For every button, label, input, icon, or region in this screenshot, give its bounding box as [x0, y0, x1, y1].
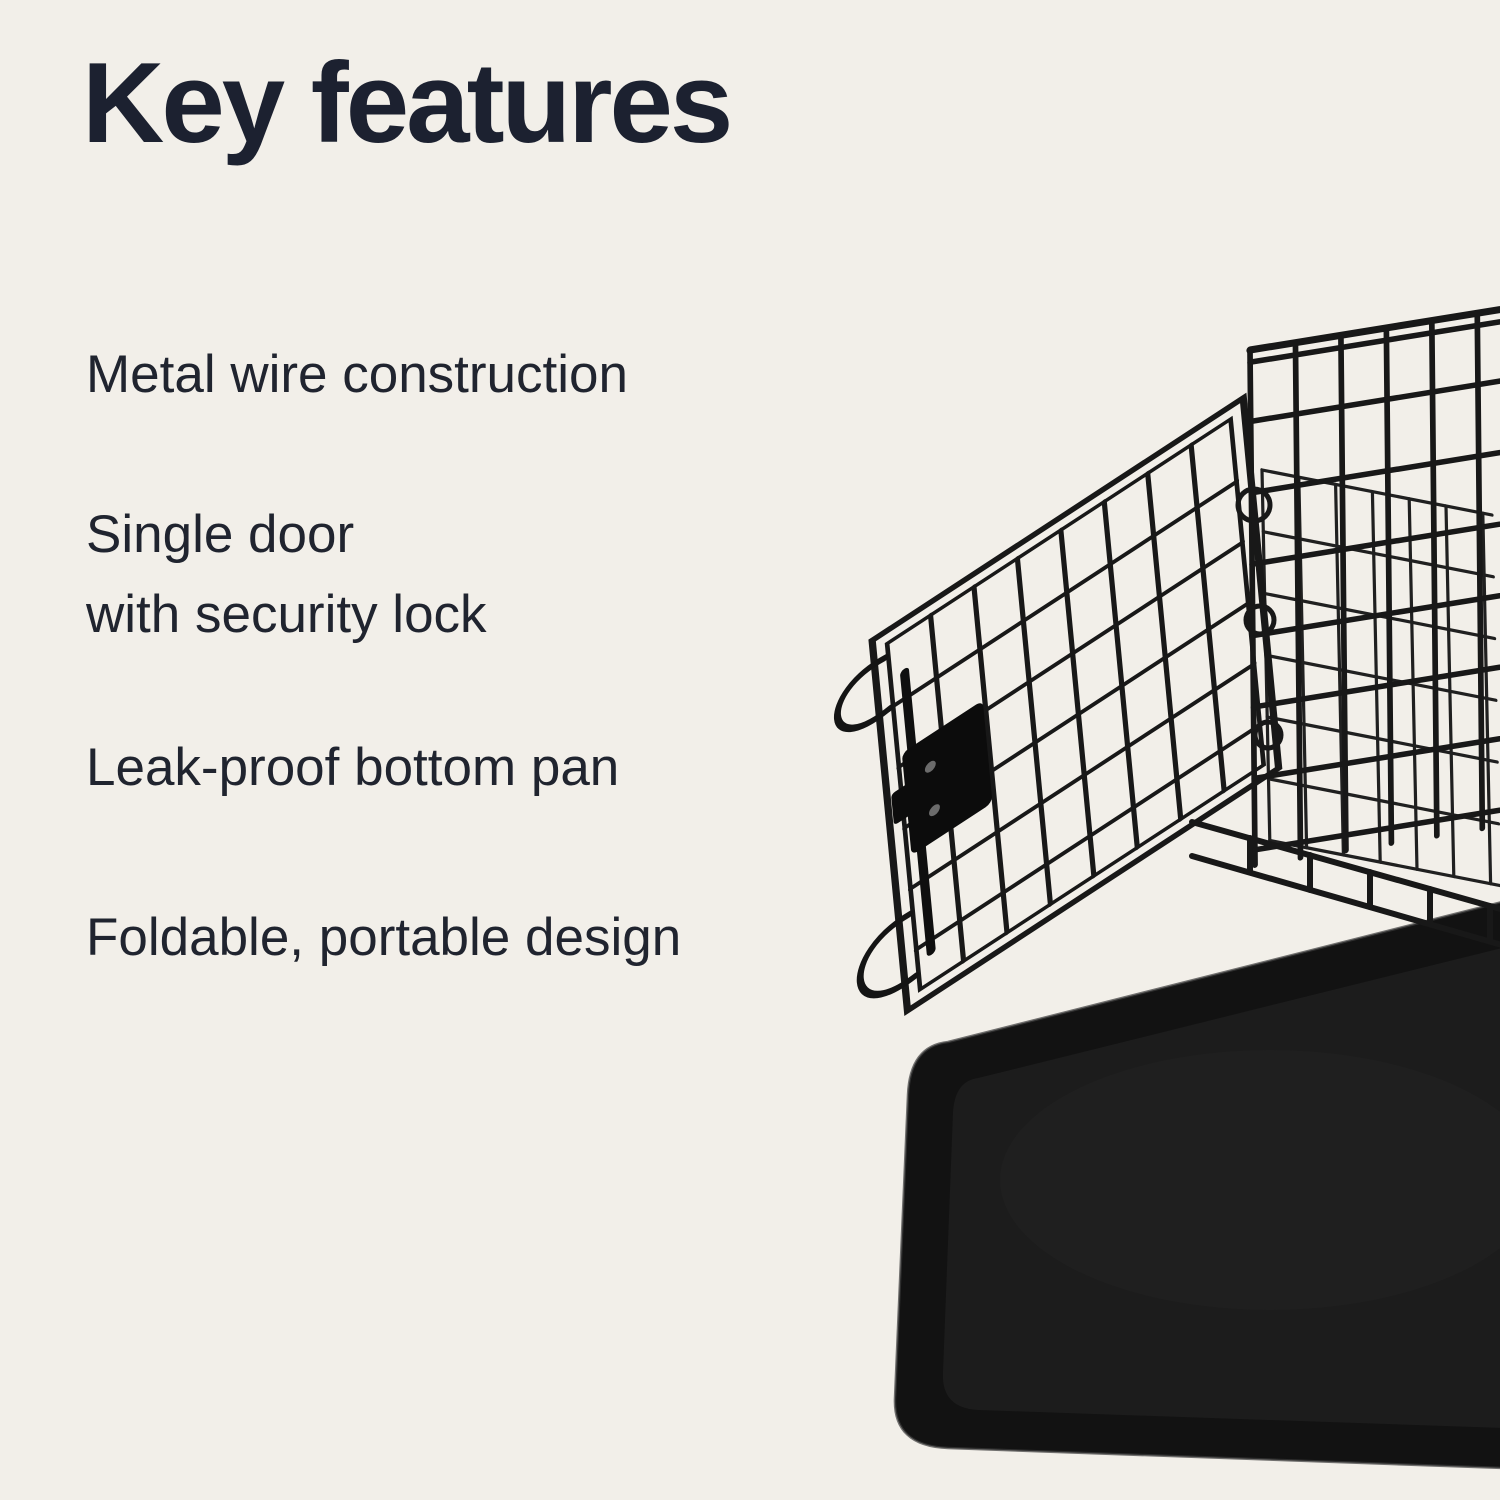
feature-text: Foldable, portable design	[86, 908, 682, 967]
lock-screw	[929, 804, 940, 817]
feature-text: with security lock	[86, 585, 487, 644]
feature-text: Metal wire construction	[86, 345, 628, 404]
crate-front-panel	[1246, 292, 1500, 868]
feature-text: Leak-proof bottom pan	[86, 738, 620, 797]
bottom-pan	[893, 901, 1500, 1470]
feature-item-single-door: Single door with security lock	[86, 495, 487, 655]
crate-door	[834, 392, 1283, 1016]
feature-item-metal-wire: Metal wire construction	[86, 335, 628, 415]
feature-item-leak-proof-pan: Leak-proof bottom pan	[86, 728, 619, 808]
feature-item-foldable: Foldable, portable design	[86, 898, 681, 978]
door-bolt-loops	[834, 653, 920, 999]
feature-text: Single door	[86, 505, 355, 564]
page-title: Key features	[82, 40, 733, 167]
door-security-lock	[891, 703, 992, 853]
lock-screw	[924, 760, 936, 773]
